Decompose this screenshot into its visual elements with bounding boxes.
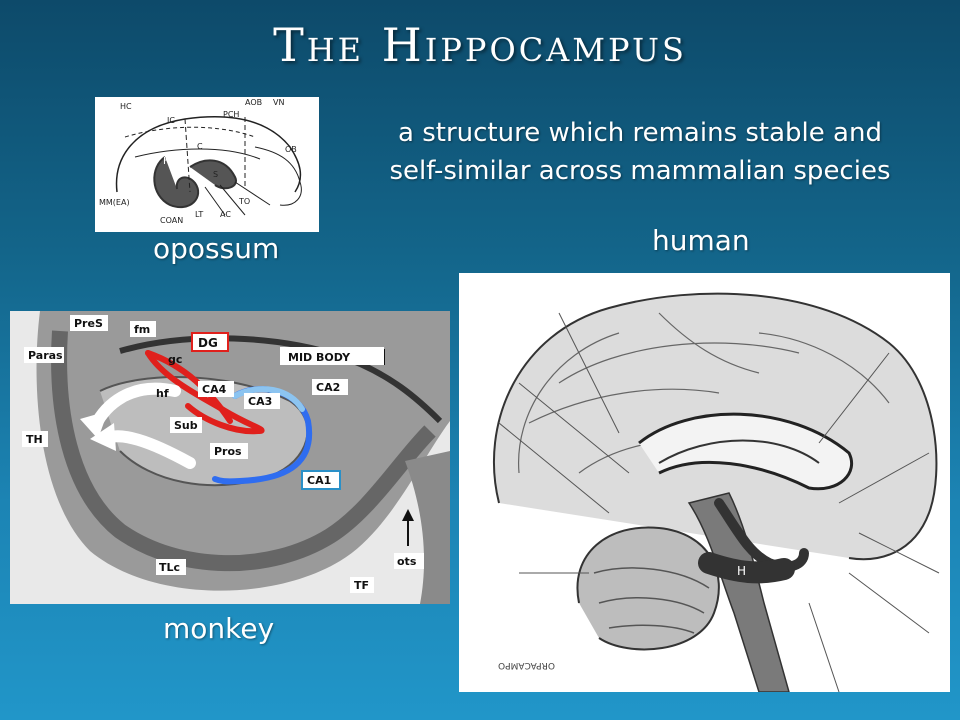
monkey-label-ots: ots xyxy=(397,555,417,568)
opossum-label-mm: MM(EA) xyxy=(99,198,130,207)
subtitle-line-2: self-similar across mammalian species xyxy=(389,156,891,186)
monkey-section-drawing: PreS fm DG Paras gc MID BODY hf CA4 CA2 … xyxy=(10,311,450,604)
opossum-label-coan: COAN xyxy=(160,216,183,225)
monkey-label-hf: hf xyxy=(156,387,169,400)
human-brain-drawing: H ORPACAMPO xyxy=(459,273,950,692)
monkey-label-th: TH xyxy=(26,433,43,446)
opossum-label-pch: PCH xyxy=(223,110,239,119)
monkey-label-ca1: CA1 xyxy=(307,474,331,487)
monkey-label-tf: TF xyxy=(354,579,369,592)
monkey-label-mid-body: MID BODY xyxy=(288,351,351,364)
opossum-label-h: H xyxy=(163,156,171,167)
opossum-brain-diagram: HC IC PCH AOB VN C OB H S MM(EA) COAN LT… xyxy=(95,97,319,232)
opossum-diagram-drawing: HC IC PCH AOB VN C OB H S MM(EA) COAN LT… xyxy=(99,98,302,225)
human-label-h: H xyxy=(737,564,746,578)
caption-human: human xyxy=(652,224,750,257)
opossum-label-aob: AOB xyxy=(245,98,262,107)
opossum-label-s: S xyxy=(213,170,218,179)
subtitle-line-1: a structure which remains stable and xyxy=(398,118,882,148)
monkey-label-paras: Paras xyxy=(28,349,63,362)
human-brain-illustration: H ORPACAMPO xyxy=(459,273,950,692)
monkey-label-pros: Pros xyxy=(214,445,242,458)
monkey-label-dg: DG xyxy=(198,336,218,350)
opossum-label-hc: HC xyxy=(120,102,132,111)
monkey-label-tlc: TLc xyxy=(159,561,180,574)
opossum-label-ob: OB xyxy=(285,145,297,154)
monkey-hippocampus-section: PreS fm DG Paras gc MID BODY hf CA4 CA2 … xyxy=(10,311,450,604)
opossum-label-lt: LT xyxy=(195,210,203,219)
caption-monkey: monkey xyxy=(163,612,275,645)
opossum-label-ac: AC xyxy=(220,210,231,219)
opossum-label-ic: IC xyxy=(167,116,175,125)
human-label-imprint: ORPACAMPO xyxy=(498,660,555,670)
monkey-label-pres: PreS xyxy=(74,317,103,330)
monkey-label-fm: fm xyxy=(134,323,150,336)
slide-title: The Hippocampus xyxy=(273,18,687,72)
monkey-label-sub: Sub xyxy=(174,419,198,432)
caption-opossum: opossum xyxy=(153,232,280,265)
opossum-label-to: TO xyxy=(238,197,250,206)
monkey-label-ca2: CA2 xyxy=(316,381,340,394)
slide-subtitle: a structure which remains stable and sel… xyxy=(340,114,940,190)
monkey-label-ca3: CA3 xyxy=(248,395,272,408)
monkey-label-gc: gc xyxy=(168,353,182,366)
opossum-label-c: C xyxy=(197,142,203,151)
monkey-label-ca4: CA4 xyxy=(202,383,227,396)
opossum-label-vn: VN xyxy=(273,98,284,107)
